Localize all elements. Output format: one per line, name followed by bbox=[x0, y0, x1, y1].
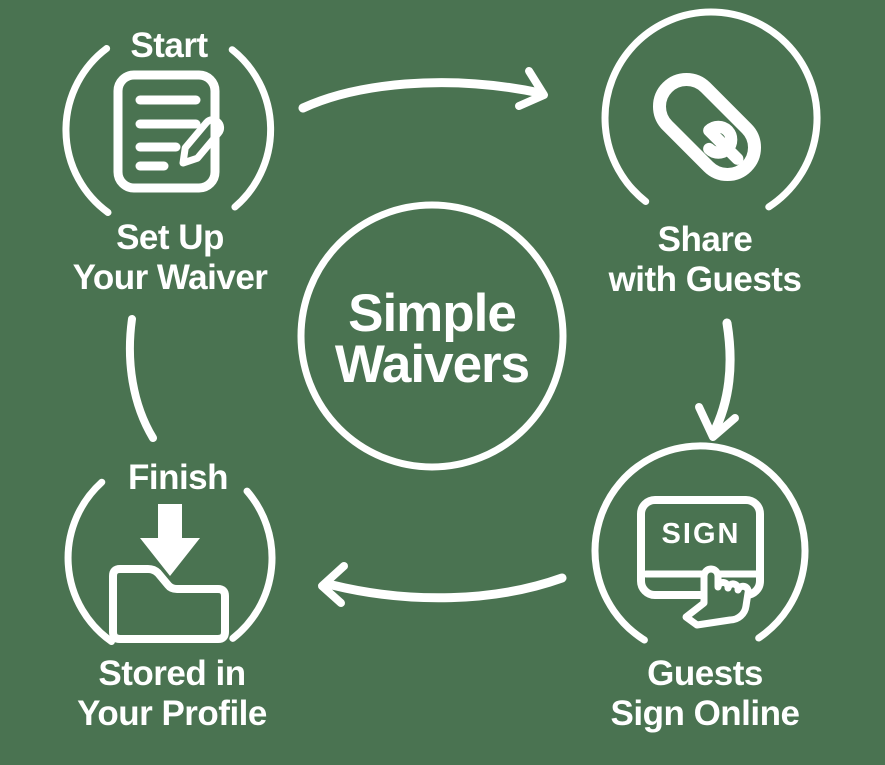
step-label-share: Share with Guests bbox=[575, 220, 835, 300]
chain-link-icon bbox=[652, 72, 762, 182]
pointing-hand-icon bbox=[682, 565, 752, 629]
step-label-setup: Set Up Your Waiver bbox=[30, 218, 310, 298]
step-label-share-line1: Share bbox=[657, 220, 753, 259]
step-label-setup-line1: Set Up bbox=[116, 218, 224, 257]
document-pencil-icon bbox=[113, 70, 225, 193]
center-badge-title: Simple Waivers bbox=[302, 284, 562, 394]
share-step-ring bbox=[601, 8, 821, 211]
sign-step-ring bbox=[591, 442, 809, 644]
center-badge-title-line2: Waivers bbox=[334, 335, 530, 394]
setup-step-ring bbox=[62, 45, 275, 216]
step-label-share-line2: with Guests bbox=[608, 260, 802, 299]
step-label-sign: Guests Sign Online bbox=[565, 654, 845, 734]
center-badge-title-line1: Simple bbox=[348, 284, 517, 343]
step-label-sign-line1: Guests bbox=[647, 654, 763, 693]
stage-label-finish: Finish bbox=[127, 458, 229, 497]
center-badge-ring bbox=[297, 201, 567, 471]
download-arrow-icon bbox=[140, 504, 200, 576]
arrow-share-to-sign bbox=[695, 318, 739, 441]
step-label-stored: Stored in Your Profile bbox=[32, 654, 312, 734]
arrow-sign-to-stored bbox=[318, 562, 567, 607]
folder-download-icon bbox=[109, 504, 229, 643]
stored-step-ring bbox=[64, 478, 276, 645]
step-label-sign-line2: Sign Online bbox=[610, 694, 800, 733]
step-label-setup-line2: Your Waiver bbox=[72, 258, 268, 297]
step-label-stored-line2: Your Profile bbox=[77, 694, 267, 733]
sign-touch-screen-icon bbox=[637, 496, 764, 629]
step-label-stored-line1: Stored in bbox=[98, 654, 246, 693]
connector-stored-to-setup bbox=[125, 315, 157, 442]
arrow-setup-to-share bbox=[298, 67, 548, 113]
stage-label-start: Start bbox=[130, 26, 208, 65]
sign-button-text: SIGN bbox=[661, 518, 741, 550]
